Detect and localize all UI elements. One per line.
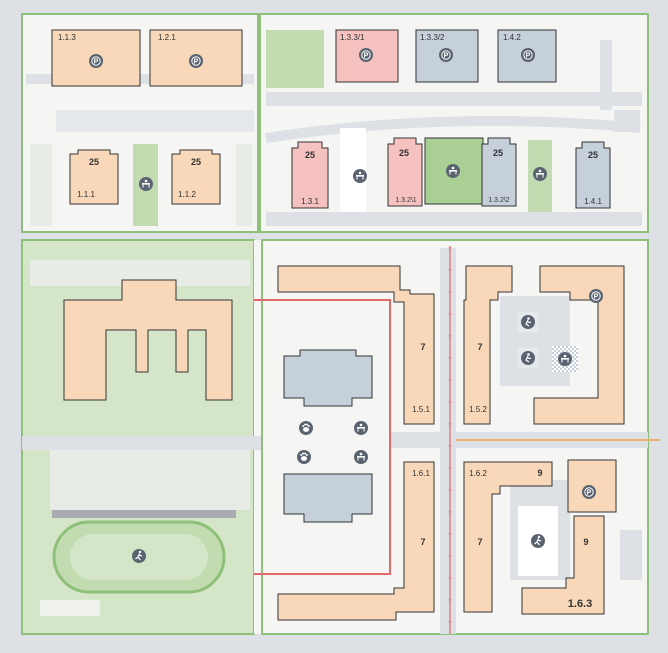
floors-label: 25 [493,148,503,158]
building-1-4-2[interactable]: 1.4.2 [497,29,557,83]
svg-text:*: * [448,289,451,298]
playground-icon [353,169,367,183]
svg-text:*: * [448,399,451,408]
floors-label: 25 [305,150,315,160]
building-label: 1.6.2 [469,469,487,478]
pedestrian-street-stars: * * * * * * * * * * * * * * * * * * [448,245,451,628]
building-1-3-2-2[interactable]: 25 1.3.2\2 [481,137,517,207]
building-label: 1.1.3 [58,33,76,42]
pets-icon [297,450,311,464]
floors-label: 7 [477,537,482,547]
floors-label: 25 [89,157,99,167]
parking-icon [581,484,597,500]
building-1-1-2[interactable]: 25 1.1.2 [171,149,221,205]
building-1-3-3-2[interactable]: 1.3.3/2 [415,29,479,83]
parking-icon [520,47,536,63]
building-label: 1.2.1 [158,33,176,42]
building-1-4-1[interactable]: 25 1.4.1 [575,141,611,209]
building-1-2-1[interactable]: 1.2.1 [149,29,243,87]
building-1-3-2-1[interactable]: 25 1.3.2\1 [387,137,423,207]
svg-text:*: * [448,553,451,562]
parking-icon [358,47,374,63]
svg-text:*: * [448,443,451,452]
building-1-1-1[interactable]: 25 1.1.1 [69,149,119,205]
playground-icon [139,177,153,191]
fountain-icon [558,352,572,366]
svg-text:*: * [448,267,451,276]
svg-text:*: * [448,465,451,474]
svg-text:*: * [448,509,451,518]
svg-text:*: * [448,575,451,584]
playground-icon [354,450,368,464]
parking-icon [88,53,104,69]
svg-text:*: * [448,487,451,496]
floors-label: 25 [399,148,409,158]
building-label: 1.3.1 [301,197,319,206]
running-icon [530,533,546,549]
building-1-3-3-1[interactable]: 1.3.3/1 [335,29,399,83]
floors-label: 7 [420,342,425,352]
floors-label: 25 [191,157,201,167]
school-building[interactable] [63,279,233,401]
running-track[interactable] [52,520,226,594]
playground-icon [446,164,460,178]
floors-label: 7 [420,537,425,547]
parking-icon [438,47,454,63]
svg-text:*: * [448,377,451,386]
floors-label: 25 [588,150,598,160]
parking-icon [588,288,604,304]
building-label: 1.3.3/2 [420,33,445,42]
building-label: 1.5.1 [412,405,430,414]
building-1-5-2[interactable]: 7 1.5.2 [463,265,625,425]
svg-text:*: * [448,619,451,628]
floors-label: 9 [583,537,588,547]
playground-icon [533,167,547,181]
building-1-6-1[interactable]: 7 1.6.1 [277,461,435,621]
floors-label: 7 [477,342,482,352]
parking-icon [188,53,204,69]
svg-text:*: * [448,245,451,254]
building-label: 1.3.2\2 [488,197,510,204]
building-1-6-2[interactable]: 1.6.2 9 7 [463,461,553,613]
svg-text:*: * [448,597,451,606]
building-label: 1.1.2 [178,190,196,199]
building-label: 1.1.1 [77,190,95,199]
sport-icon [517,311,539,333]
pets-icon [299,421,313,435]
sport-icon [517,347,539,369]
sport-ground[interactable] [518,506,558,576]
building-label: 1.3.2\1 [395,197,417,204]
floors-label: 9 [537,468,542,478]
svg-text:*: * [448,311,451,320]
building-1-3-1[interactable]: 25 1.3.1 [291,141,329,209]
building-label: 1.5.2 [469,405,487,414]
building-1-5-1[interactable]: 7 1.5.1 [277,265,435,425]
svg-text:*: * [448,531,451,540]
building-label: 1.3.3/1 [340,33,365,42]
running-icon [131,548,147,564]
building-1-6-3[interactable]: 9 1.6.3 [521,459,617,615]
building-label: 1.4.2 [503,33,521,42]
building-1-1-3[interactable]: 1.1.3 [51,29,141,87]
walking-route-boundary [254,299,391,575]
kindergarten-building-north[interactable] [283,349,373,407]
fountain-area [552,346,578,372]
building-label: 1.6.3 [568,598,592,610]
svg-text:*: * [448,355,451,364]
building-label: 1.6.1 [412,469,430,478]
kindergarten-building-south[interactable] [283,473,373,523]
playground-icon [354,421,368,435]
svg-text:*: * [448,421,451,430]
svg-text:*: * [448,333,451,342]
building-label: 1.4.1 [584,197,602,206]
